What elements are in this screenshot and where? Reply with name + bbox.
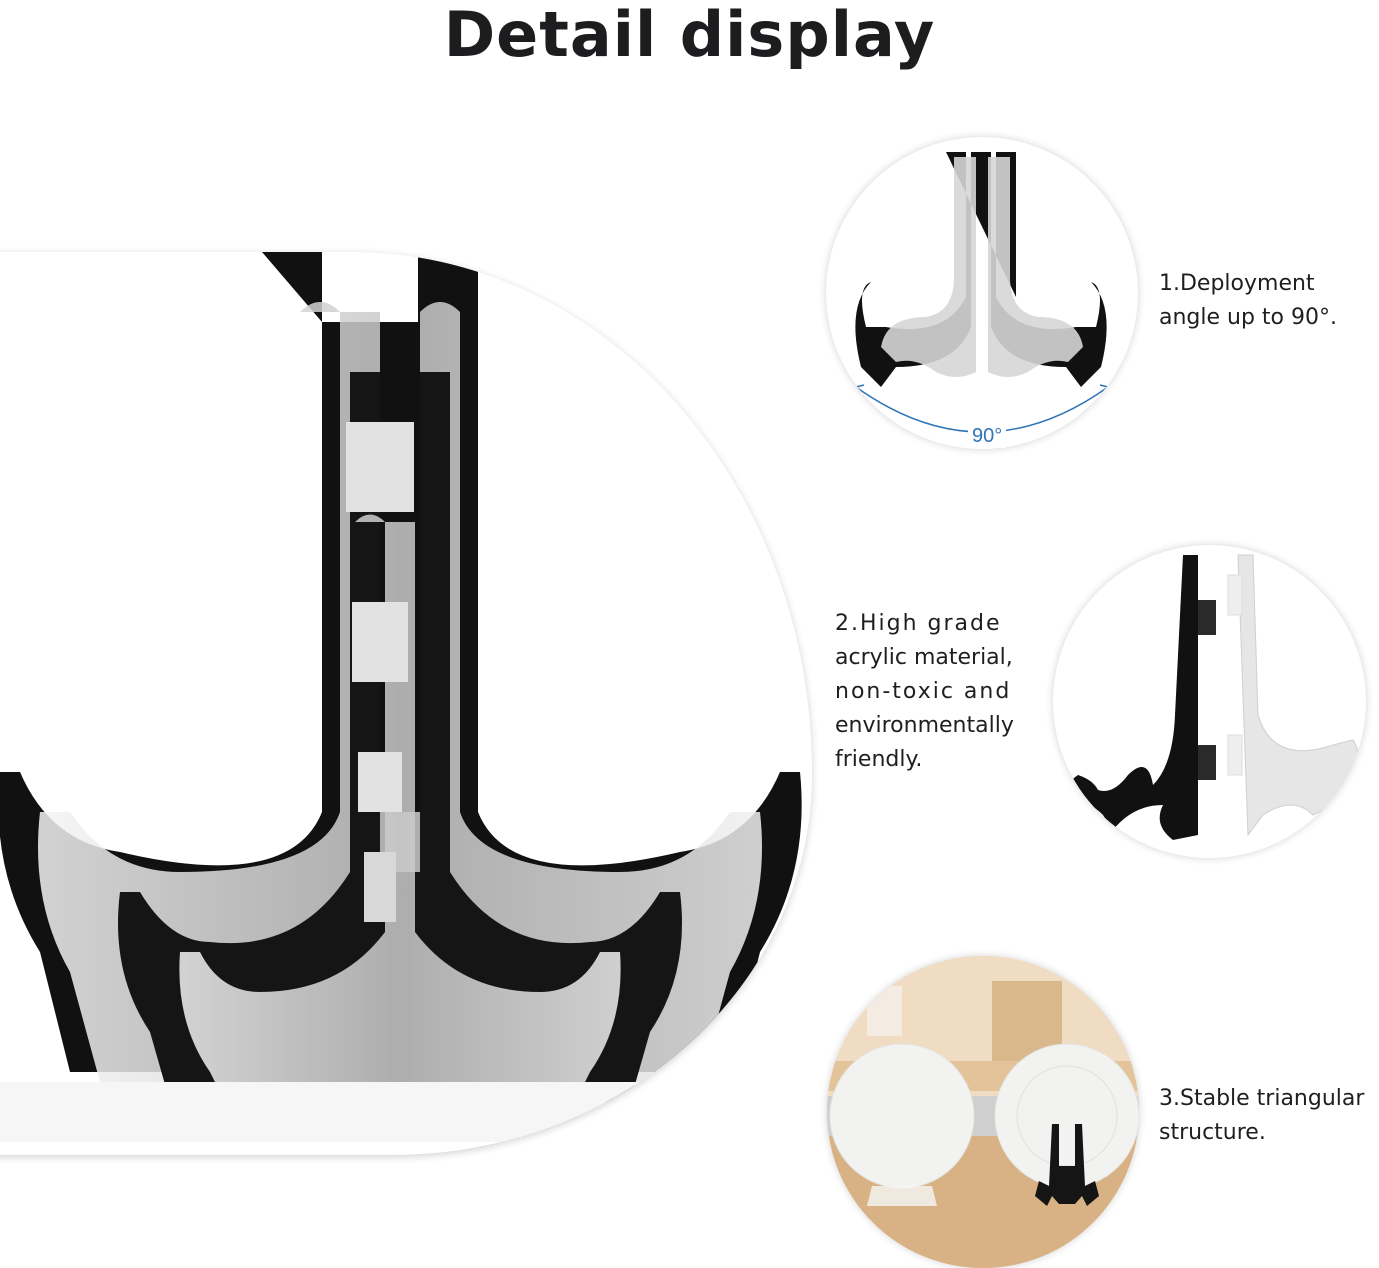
angle-annotation: 90° xyxy=(968,425,1007,448)
detail-image-deployment-angle xyxy=(826,137,1138,449)
caption-line: friendly. xyxy=(835,747,923,772)
stand-front-view-illustration xyxy=(855,152,1109,433)
caption-line: 3.Stable triangular xyxy=(1159,1086,1365,1111)
caption-line: 1.Deployment xyxy=(1159,271,1315,296)
caption-line: environmentally xyxy=(835,713,1014,738)
caption-line: non-toxic and xyxy=(835,679,1012,704)
caption-line: acrylic material, xyxy=(835,645,1013,670)
plates-on-shelf-illustration xyxy=(827,956,1139,1268)
caption-line: angle up to 90°. xyxy=(1159,305,1337,330)
detail-image-material xyxy=(1053,545,1366,858)
stacked-stands-illustration xyxy=(0,252,802,1142)
caption-deployment: 1.Deployment angle up to 90°. xyxy=(1159,267,1337,335)
caption-line: 2.High grade xyxy=(835,611,1002,636)
caption-material: 2.High grade acrylic material, non-toxic… xyxy=(835,607,1014,777)
caption-stable-structure: 3.Stable triangular structure. xyxy=(1159,1082,1364,1150)
caption-line: structure. xyxy=(1159,1120,1266,1145)
detail-image-stable-structure xyxy=(827,956,1139,1268)
page-title: Detail display xyxy=(443,0,936,71)
main-product-image xyxy=(0,252,812,1155)
stand-side-view-illustration xyxy=(1069,554,1359,840)
